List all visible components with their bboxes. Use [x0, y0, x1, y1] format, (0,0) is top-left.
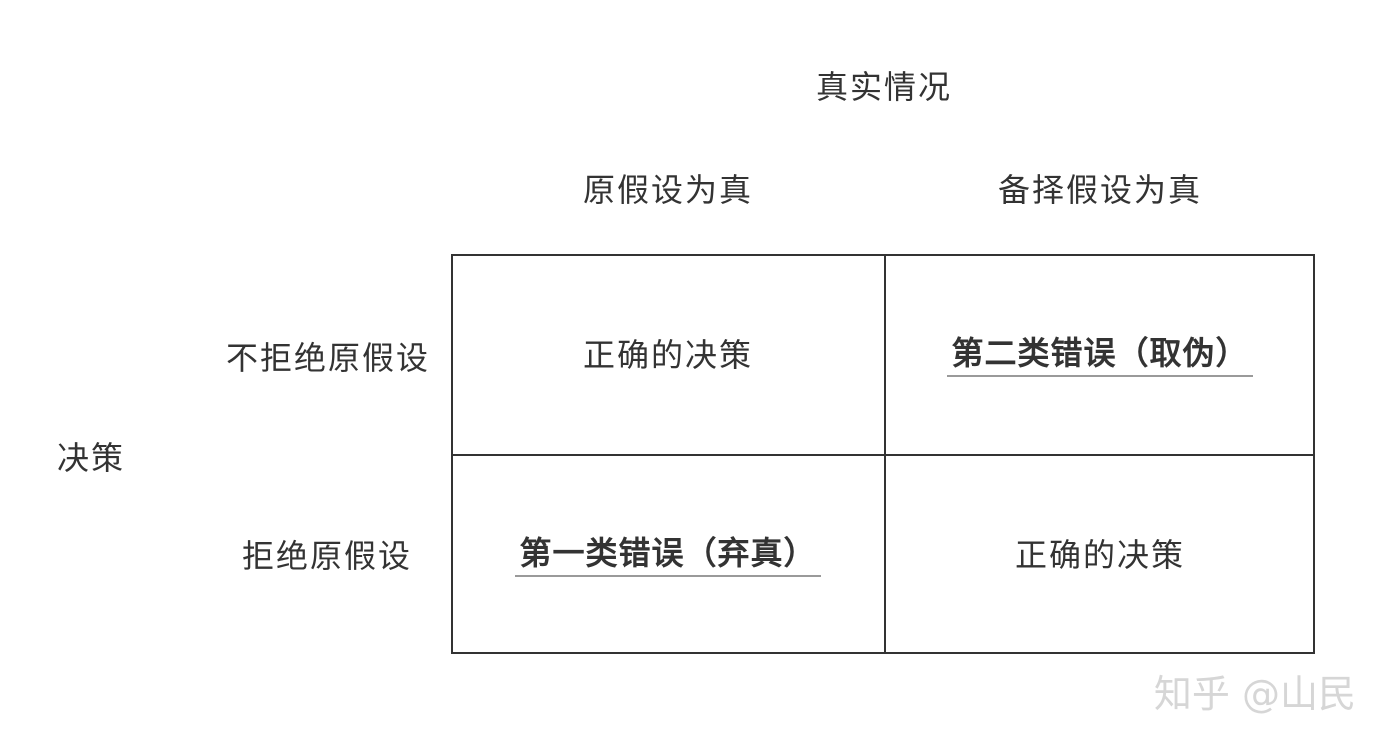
zhihu-watermark: 知乎 @山民 [1153, 672, 1356, 716]
column-header-alt-true: 备择假设为真 [997, 171, 1203, 209]
correct-decision-text: 正确的决策 [1014, 536, 1185, 574]
cell-reject-null-true: 第一类错误（弃真） [453, 456, 883, 654]
type-ii-error-text: 第二类错误（取伪） [947, 333, 1253, 377]
reality-title: 真实情况 [815, 68, 953, 106]
type-i-error-text: 第一类错误（弃真） [515, 533, 821, 577]
row-header-not-reject: 不拒绝原假设 [225, 339, 430, 377]
decision-matrix: 正确的决策 第二类错误（取伪） 第一类错误（弃真） 正确的决策 [451, 254, 1315, 654]
matrix-horizontal-divider [453, 454, 1313, 456]
cell-not-reject-alt-true: 第二类错误（取伪） [885, 256, 1315, 454]
row-header-reject: 拒绝原假设 [241, 537, 412, 575]
cell-not-reject-null-true: 正确的决策 [453, 256, 883, 454]
correct-decision-text: 正确的决策 [582, 336, 753, 374]
decision-title: 决策 [57, 439, 126, 477]
column-header-null-true: 原假设为真 [582, 171, 754, 209]
cell-reject-alt-true: 正确的决策 [885, 456, 1315, 654]
